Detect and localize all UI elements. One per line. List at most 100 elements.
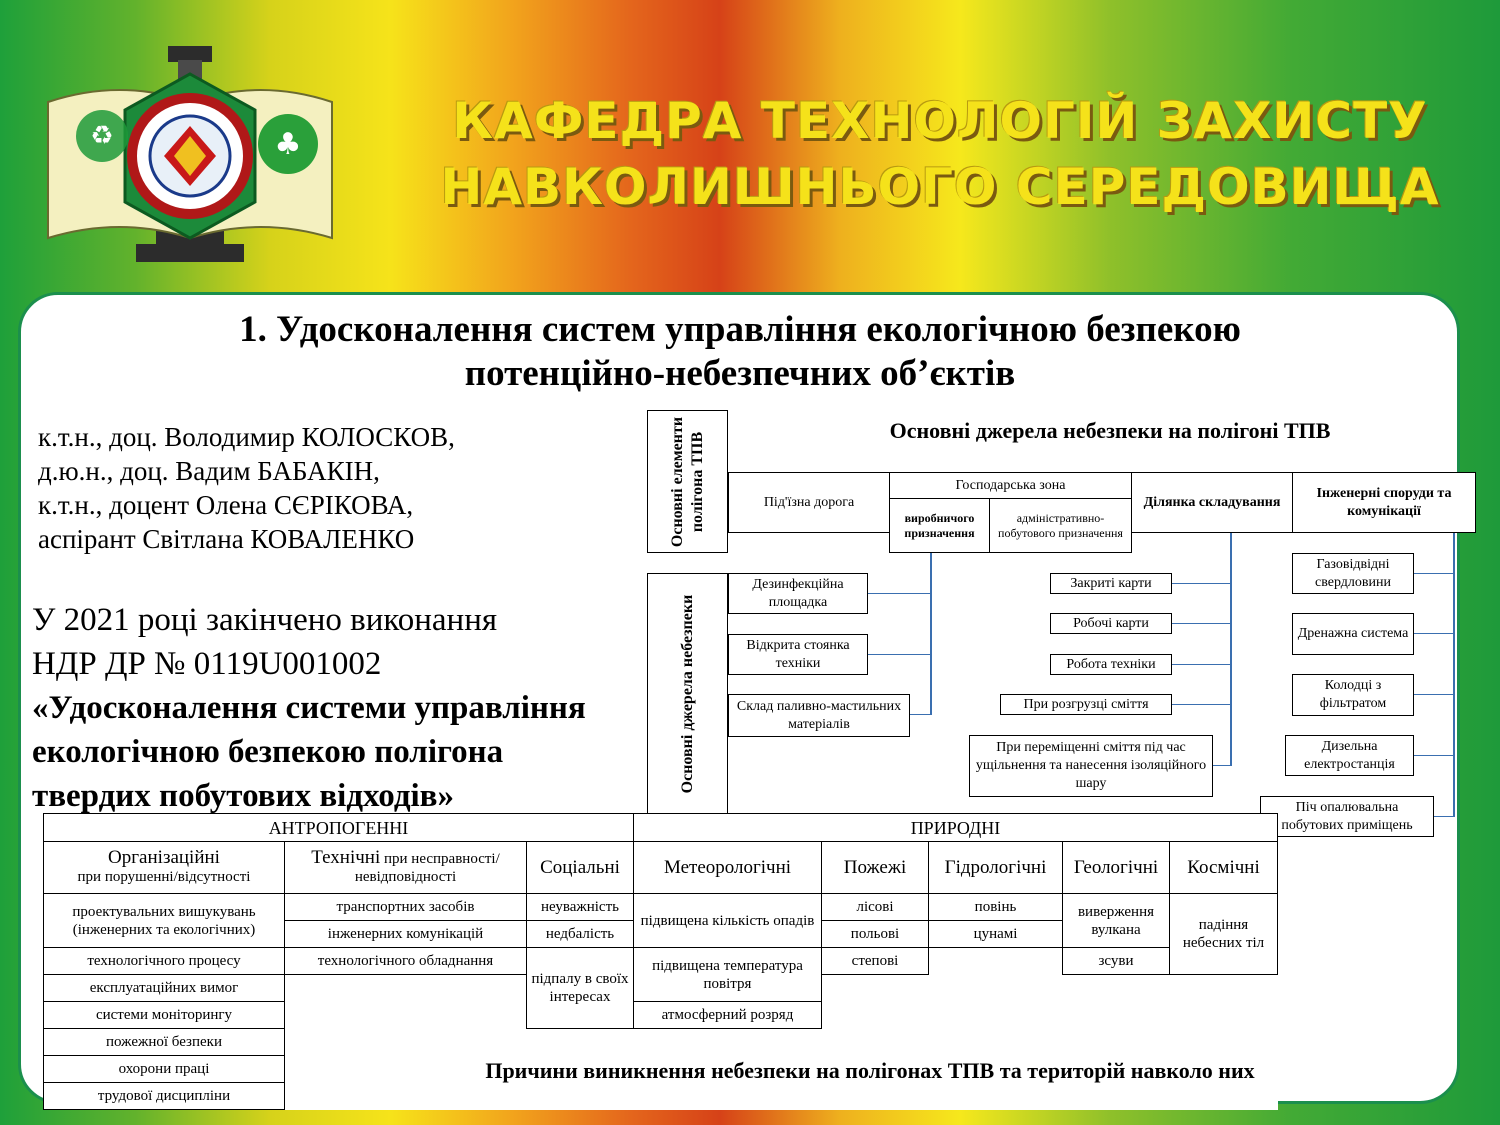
road-box: Під'їзна дорога bbox=[728, 472, 890, 533]
research-line-2: НДР ДР № 0119U001002 bbox=[32, 646, 382, 682]
connector-line bbox=[1414, 633, 1454, 634]
table-empty bbox=[822, 975, 929, 1110]
table-cell: трудової дисципліни bbox=[43, 1082, 285, 1110]
fires-header: Пожежі bbox=[821, 841, 929, 894]
engineering-item-2: Дренажна система bbox=[1292, 613, 1414, 655]
table-cell: охорони праці bbox=[43, 1055, 285, 1083]
connector-line bbox=[1172, 704, 1231, 705]
connector-line bbox=[1434, 816, 1454, 817]
connector-line bbox=[868, 593, 931, 594]
table-cell: системи моніторингу bbox=[43, 1001, 285, 1029]
connector-line bbox=[1414, 694, 1454, 695]
svg-text:♣: ♣ bbox=[275, 127, 302, 162]
slide-title-line-1: 1. Удосконалення систем управління еколо… bbox=[239, 309, 1241, 350]
storage-item-2: Робочі карти bbox=[1050, 613, 1172, 634]
table-cell: виверження вулкана bbox=[1062, 893, 1170, 948]
storage-item-3: Робота техніки bbox=[1050, 654, 1172, 675]
diagram-heading: Основні джерела небезпеки на полігоні ТП… bbox=[889, 418, 1331, 443]
hydrological-header: Гідрологічні bbox=[928, 841, 1063, 894]
production-box: виробничого призначення bbox=[889, 498, 990, 553]
engineering-item-5: Піч опалювальна побутових приміщень bbox=[1260, 796, 1434, 837]
connector-line bbox=[1213, 765, 1231, 766]
storage-item-1: Закриті карти bbox=[1050, 573, 1172, 594]
social-header: Соціальні bbox=[526, 841, 634, 894]
table-cell: атмосферний розряд bbox=[633, 1001, 822, 1029]
table-cell: підвищена кількість опадів bbox=[633, 893, 822, 948]
research-info: У 2021 році закінчено виконання НДР ДР №… bbox=[32, 598, 652, 818]
connector-line bbox=[1172, 583, 1231, 584]
table-cell: експлуатаційних вимог bbox=[43, 974, 285, 1002]
banner-line-1: КАФЕДРА ТЕХНОЛОГІЙ ЗАХИСТУ bbox=[452, 92, 1428, 150]
zone-item-3: Склад паливно-мастильних матеріалів bbox=[728, 694, 910, 737]
table-empty bbox=[929, 948, 1063, 1110]
connector-line bbox=[930, 553, 932, 715]
table-cell: зсуви bbox=[1062, 947, 1170, 975]
table-empty bbox=[1063, 975, 1278, 1110]
elements-label: Основні елементи полігона ТПВ bbox=[668, 416, 706, 547]
storage-box: Ділянка складування bbox=[1131, 472, 1293, 533]
connector-line bbox=[1414, 573, 1454, 574]
author-1: к.т.н., доц. Володимир КОЛОСКОВ, bbox=[38, 422, 455, 452]
table-cell: неуважність bbox=[526, 893, 634, 921]
engineering-box: Інженерні споруди та комунікації bbox=[1292, 472, 1476, 533]
table-cell: транспортних засобів bbox=[284, 893, 527, 921]
banner-line-2: НАВКОЛИШНЬОГО СЕРЕДОВИЩА bbox=[440, 158, 1440, 216]
authors-list: к.т.н., доц. Володимир КОЛОСКОВ, д.ю.н.,… bbox=[38, 420, 638, 556]
connector-line bbox=[1230, 533, 1232, 766]
table-cell: степові bbox=[821, 947, 929, 975]
engineering-item-4: Дизельна електростанція bbox=[1285, 735, 1414, 776]
table-cell: підпалу в своїх інтересах bbox=[526, 947, 634, 1029]
table-cell: лісові bbox=[821, 893, 929, 921]
department-banner: КАФЕДРА ТЕХНОЛОГІЙ ЗАХИСТУ НАВКОЛИШНЬОГО… bbox=[440, 88, 1440, 220]
table-cell: підвищена температура повітря bbox=[633, 947, 822, 1002]
elements-label-box: Основні елементи полігона ТПВ bbox=[647, 410, 728, 553]
table-empty bbox=[527, 1083, 634, 1110]
storage-item-4: При розгрузці сміття bbox=[1000, 694, 1172, 715]
connector-line bbox=[1453, 533, 1455, 817]
author-3: к.т.н., доцент Олена СЄРІКОВА, bbox=[38, 490, 414, 520]
slide-title-line-2: потенційно-небезпечних об’єктів bbox=[464, 353, 1016, 394]
table-cell: пожежної безпеки bbox=[43, 1028, 285, 1056]
meteorological-header: Метеорологічні bbox=[633, 841, 822, 894]
svg-text:♻: ♻ bbox=[90, 121, 113, 151]
admin-box: адміністративно-побутового призначення bbox=[989, 498, 1132, 553]
engineering-item-3: Колодці з фільтратом bbox=[1292, 674, 1414, 716]
author-2: д.ю.н., доц. Вадим БАБАКІН, bbox=[38, 456, 380, 486]
table-empty bbox=[634, 1029, 822, 1056]
table-cell: цунамі bbox=[928, 920, 1063, 948]
research-line-1: У 2021 році закінчено виконання bbox=[32, 602, 498, 638]
connector-line bbox=[910, 714, 931, 715]
anthropogenic-header: АНТРОПОГЕННІ bbox=[43, 813, 634, 842]
table-cell: падіння небесних тіл bbox=[1169, 893, 1278, 975]
author-4: аспірант Світлана КОВАЛЕНКО bbox=[38, 524, 415, 554]
table-cell: технологічного процесу bbox=[43, 947, 285, 975]
technical-header: Технічні при несправності/невідповідност… bbox=[284, 841, 527, 894]
table-cell: польові bbox=[821, 920, 929, 948]
table-empty bbox=[634, 1083, 822, 1110]
engineering-item-1: Газовідвідні свердловини bbox=[1292, 553, 1414, 594]
sources-label-box: Основні джерела небезпеки bbox=[647, 573, 728, 815]
table-caption: Причини виникнення небезпеки на полігона… bbox=[485, 1058, 1255, 1083]
table-cell: технологічного обладнання bbox=[284, 947, 527, 975]
connector-line bbox=[1172, 664, 1231, 665]
slide-title: 1. Удосконалення систем управління еколо… bbox=[60, 308, 1420, 396]
research-title-1: «Удосконалення системи управління bbox=[32, 690, 586, 726]
research-title-2: екологічною безпекою полігона bbox=[32, 734, 504, 770]
table-empty bbox=[285, 975, 527, 1110]
university-logo: ♻ ♣ bbox=[47, 46, 333, 262]
research-title-3: твердих побутових відходів» bbox=[32, 778, 455, 814]
natural-header: ПРИРОДНІ bbox=[633, 813, 1278, 842]
table-cell: повінь bbox=[928, 893, 1063, 921]
table-empty bbox=[527, 1029, 634, 1056]
table-cell: інженерних комунікацій bbox=[284, 920, 527, 948]
storage-item-5: При переміщенні сміття під час ущільненн… bbox=[969, 735, 1213, 797]
cosmic-header: Космічні bbox=[1169, 841, 1278, 894]
sources-label: Основні джерела небезпеки bbox=[678, 594, 696, 794]
connector-line bbox=[868, 654, 931, 655]
household-zone-box: Господарська зона bbox=[889, 472, 1132, 499]
zone-item-1: Дезинфекційна площадка bbox=[728, 573, 868, 614]
connector-line bbox=[1172, 623, 1231, 624]
table-cell: проектувальних вишукувань (інженерних та… bbox=[43, 893, 285, 948]
